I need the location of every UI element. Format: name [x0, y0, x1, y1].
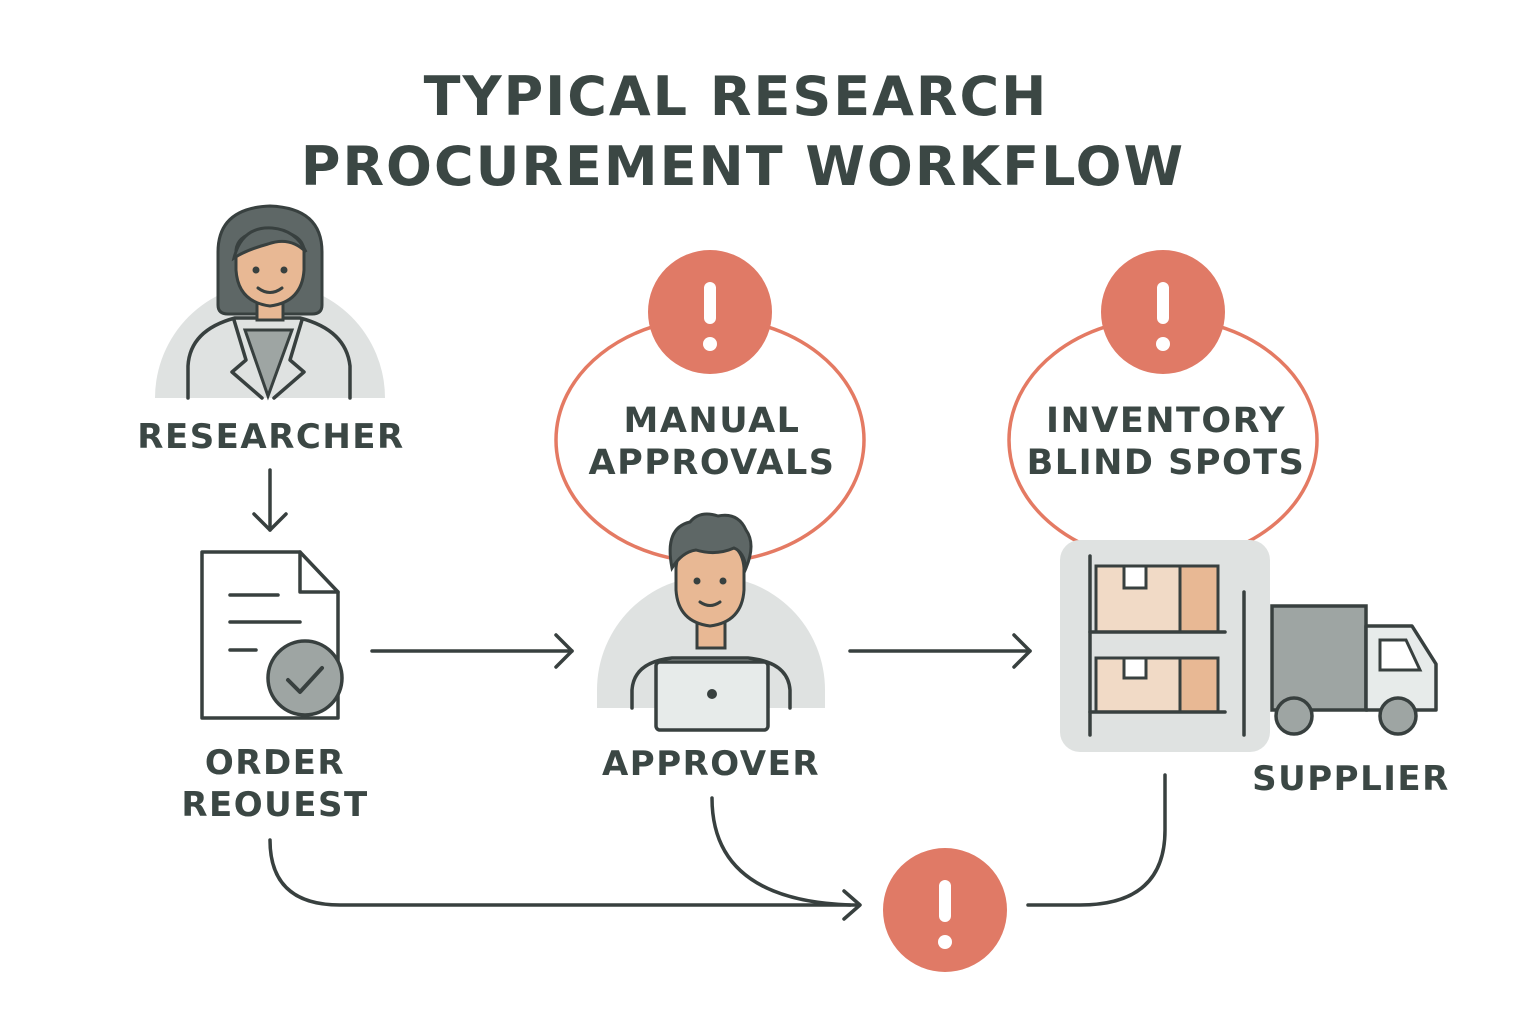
researcher-label: RESEARCHER [137, 417, 404, 457]
delivery-truck-icon [1270, 604, 1438, 736]
connector-inventory-to-bottleneck [1026, 773, 1167, 907]
approver-label: APPROVER [602, 744, 820, 784]
manual-approvals-line-1: MANUAL [624, 401, 801, 441]
inventory-blind-spots-line-2: BLIND SPOTS [1027, 443, 1306, 483]
exclamation-icon [1101, 250, 1225, 374]
approver-laptop-icon [597, 512, 825, 732]
connector-order-to-bottleneck [268, 838, 862, 921]
order-request-label-line-2: REOUEST [181, 785, 368, 825]
arrow-researcher-to-order [252, 468, 288, 532]
title-line-2: PROCUREMENT WORKFLOW [301, 135, 1185, 198]
inventory-blind-spots-line-1: INVENTORY [1046, 401, 1286, 441]
warehouse-shelf-icon [1060, 540, 1270, 752]
title-line-1: TYPICAL RESEARCH [424, 65, 1049, 128]
connector-approver-to-bottleneck [710, 796, 852, 907]
document-check-icon [200, 550, 344, 720]
researcher-icon [155, 204, 385, 401]
arrow-order-to-approver [370, 633, 574, 669]
manual-approvals-line-2: APPROVALS [589, 443, 836, 483]
exclamation-icon [883, 848, 1007, 972]
arrow-approver-to-inventory [848, 633, 1032, 669]
order-request-label-line-1: ORDER [205, 743, 345, 783]
supplier-label: SUPPLIER [1252, 759, 1450, 799]
exclamation-icon [648, 250, 772, 374]
